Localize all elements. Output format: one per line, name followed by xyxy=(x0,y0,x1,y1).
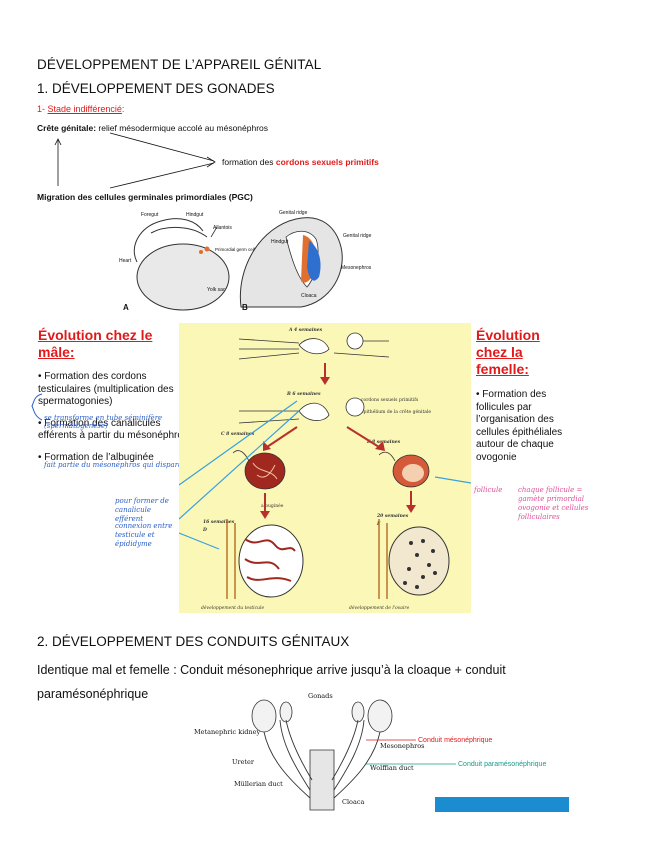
doc-title: DÉVELOPPEMENT DE L’APPAREIL GÉNITAL xyxy=(37,57,322,72)
label-metanephric: Metanephric kidney xyxy=(194,728,260,736)
label-hindgut: Hindgut xyxy=(186,212,204,218)
label-8-weeks-e: E 8 semaines xyxy=(366,439,401,445)
stage-c-male xyxy=(232,450,286,490)
stage-a-shape xyxy=(298,338,330,355)
annotation-line-2 xyxy=(179,410,300,520)
label-b: B xyxy=(242,303,248,312)
label-foregut: Foregut xyxy=(141,212,159,218)
yolk-sac-shape xyxy=(136,243,230,311)
label-albuginee: albuginée xyxy=(261,502,284,509)
stage-d-testis xyxy=(226,519,304,599)
female-evolution-title: Évolution chez la femelle: xyxy=(476,327,540,377)
label-d: D xyxy=(202,527,207,533)
label-heart: Heart xyxy=(119,258,132,264)
label-8-weeks-c: C 8 semaines xyxy=(221,431,255,437)
label-cordons: cordons sexuels primitifs xyxy=(361,397,419,403)
label-a: A xyxy=(123,303,129,312)
male-item-1: • Formation des cordons testiculaires (m… xyxy=(38,371,174,408)
embryo-body-outline xyxy=(133,218,204,263)
crete-text: relief mésodermique accolé au mésonéphro… xyxy=(96,123,269,133)
male-note-2: fait partie du mésonéphros qui disparaît… xyxy=(44,461,199,469)
blue-highlight-bar xyxy=(435,797,569,812)
label-hindgut-b: Hindgut xyxy=(271,239,289,245)
cloaca-body xyxy=(309,749,335,811)
right-gonad xyxy=(351,701,365,723)
gonad-development-diagram: A 4 semaines B 6 semaines C 8 semaines E… xyxy=(179,327,471,611)
male-evolution-list: • Formation des cordons testiculaires (m… xyxy=(38,371,188,465)
pgc-dot xyxy=(204,246,210,252)
left-gonad xyxy=(279,701,293,723)
subsection-suffix: : xyxy=(121,104,125,114)
male-evolution-title: Évolution chez le mâle: xyxy=(38,327,153,360)
female-note-2: chaque follicule = gamète primordial ovo… xyxy=(518,486,589,521)
label-mullerian: Müllerian duct xyxy=(234,780,283,788)
conduit-meso-label: Conduit mésonéphrique xyxy=(418,737,492,744)
crete-line: Crête génitale: relief mésodermique acco… xyxy=(37,123,268,133)
label-4-weeks: A 4 semaines xyxy=(288,327,323,333)
label-allantois: Allantois xyxy=(213,225,232,231)
label-mesonephros: Mesonephros xyxy=(341,265,372,271)
label-epith: épithélium de la crête génitale xyxy=(361,408,431,415)
label-dev-ovaire: développement de l'ovaire xyxy=(349,604,410,611)
section-2-paragraph: Identique mal et femelle : Conduit méson… xyxy=(37,663,506,701)
formation-red: cordons sexuels primitifs xyxy=(275,157,379,167)
brace-blue xyxy=(31,393,43,421)
right-kidney xyxy=(367,699,393,733)
female-item-1: • Formation des follicules par l’organis… xyxy=(476,389,563,463)
label-genital-ridge-top: Genital ridge xyxy=(279,210,308,216)
subsection-1: 1- Stade indifférencié: xyxy=(37,104,124,114)
stage-b-shape xyxy=(298,402,330,421)
stage-a-circle xyxy=(346,332,364,350)
label-6-weeks: B 6 semaines xyxy=(286,391,321,397)
bottom-diagonal-arrow xyxy=(109,162,215,189)
label-dev-testicule: développement du testicule xyxy=(201,604,264,611)
male-item-2: • Formation des canalicules efférents à … xyxy=(38,417,188,442)
up-arrow-head xyxy=(54,138,62,146)
left-kidney xyxy=(251,699,277,733)
label-16-weeks: 16 semaines xyxy=(203,519,235,525)
formation-line: formation des cordons sexuels primitifs xyxy=(222,157,379,167)
stage-b-circle xyxy=(345,397,365,417)
label-yolk: Yolk sac xyxy=(207,287,226,293)
subsection-label: Stade indifférencié xyxy=(47,104,122,114)
label-mesonephros-3: Mesonephros xyxy=(380,742,425,750)
male-note-1: se transforme en tube séminifère (sperma… xyxy=(44,414,163,430)
section-2-title: 2. DÉVELOPPEMENT DES CONDUITS GÉNITAUX xyxy=(37,634,350,649)
label-gonads: Gonads xyxy=(308,692,333,700)
section-1-title: 1. DÉVELOPPEMENT DES GONADES xyxy=(37,81,275,96)
stage-f-ovary xyxy=(378,519,450,599)
annotation-line-1 xyxy=(179,400,298,486)
formation-arrow-head xyxy=(206,156,216,168)
male-note-3: pour former de canalicule efférent xyxy=(115,497,169,523)
mesonephros-shape xyxy=(307,241,321,281)
subsection-prefix: 1- xyxy=(37,104,48,114)
label-cloaca-3: Cloaca xyxy=(342,798,364,806)
label-genital-ridge: Genital ridge xyxy=(343,233,372,239)
formation-prefix: formation des xyxy=(222,157,276,167)
embryo-b-outline xyxy=(239,217,343,308)
annotation-line-3 xyxy=(179,532,220,550)
male-item-3: • Formation de l’albuginée xyxy=(38,451,154,463)
label-wolffian: Wolffian duct xyxy=(370,764,414,772)
migration-line: Migration des cellules germinales primor… xyxy=(37,192,253,202)
stage-e-female xyxy=(378,451,430,488)
label-cloaca: Cloaca xyxy=(301,293,317,299)
label-ureter: Ureter xyxy=(232,758,255,766)
male-note-4: connexion entre testicule et épididyme xyxy=(115,522,173,548)
annotation-line-4 xyxy=(434,476,471,484)
label-20-weeks: 20 semaines xyxy=(376,513,409,519)
conduit-parameso-label: Conduit paramésonéphrique xyxy=(458,761,546,768)
female-note-1: follicule xyxy=(474,486,503,494)
genital-ducts-figure: Gonads Metanephric kidney Ureter Mülleri… xyxy=(194,692,546,811)
female-evolution-list: • Formation des follicules par l’organis… xyxy=(476,389,586,465)
top-diagonal-arrow xyxy=(109,132,215,162)
label-pgc: Primordial germ cells xyxy=(215,247,258,252)
crete-label: Crête génitale: xyxy=(37,123,97,133)
embryo-figure: Heart Foregut Hindgut Allantois Primordi… xyxy=(119,210,372,312)
